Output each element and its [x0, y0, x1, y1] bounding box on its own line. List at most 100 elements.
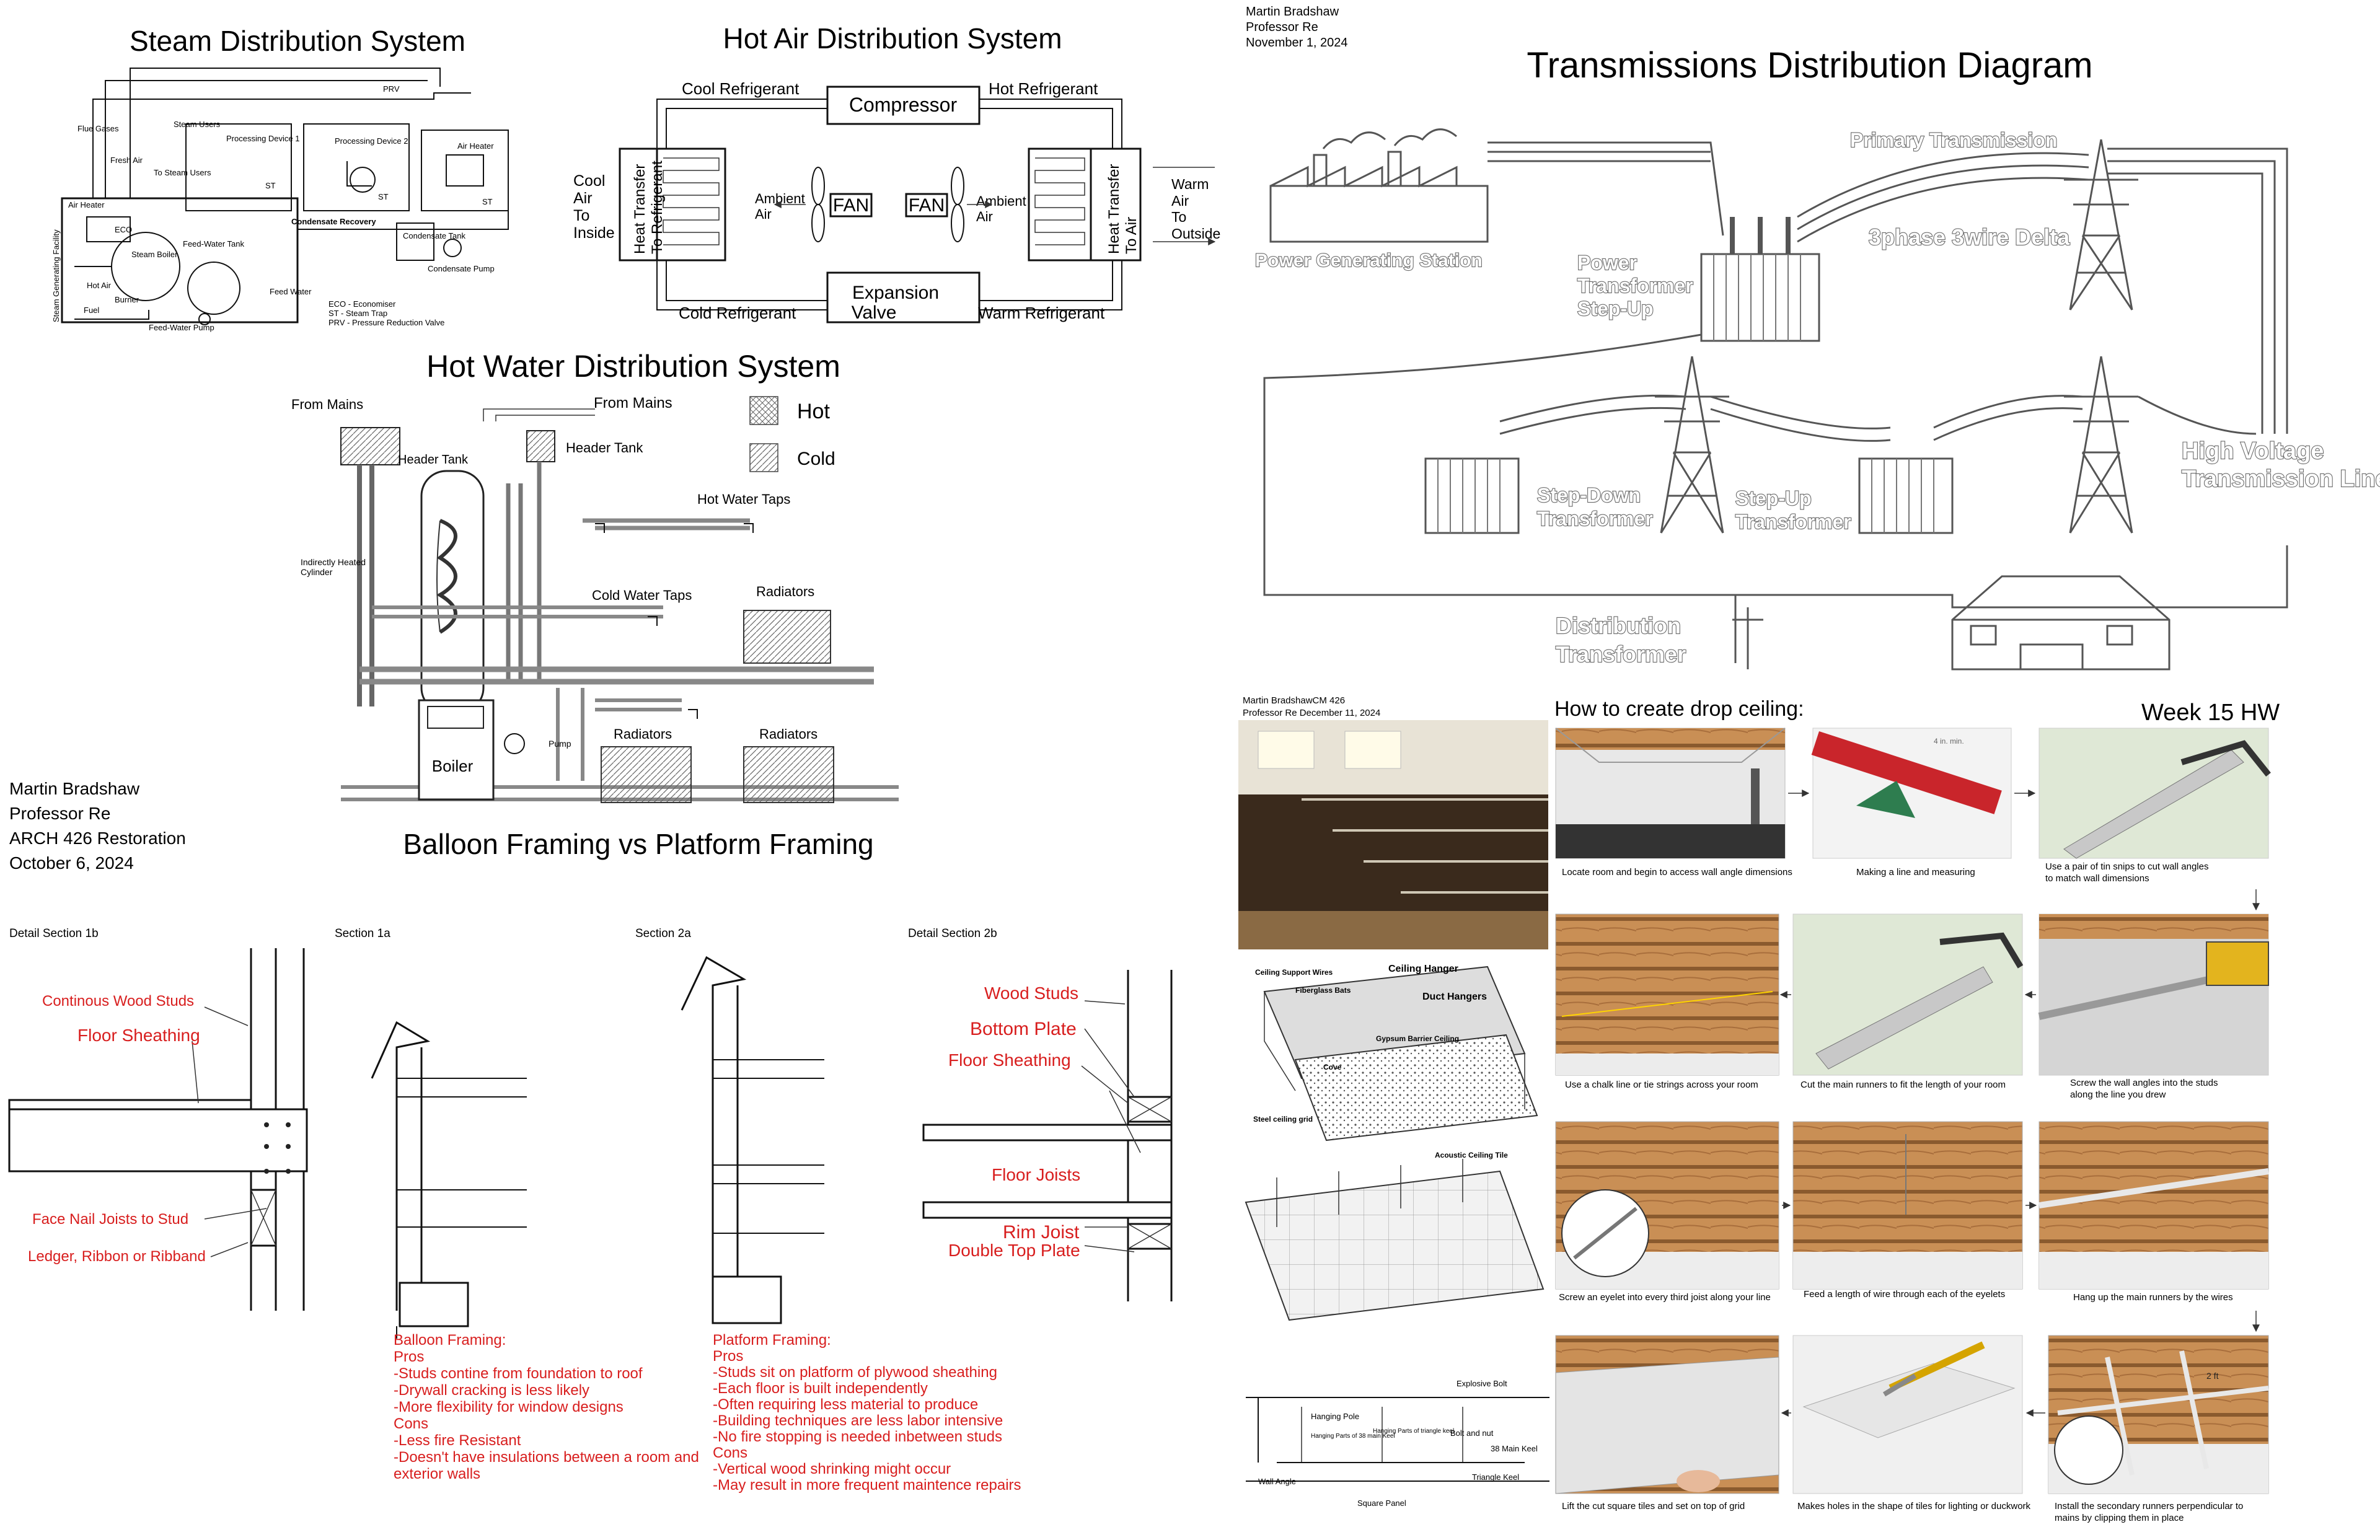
- steam-facility-box: [61, 197, 299, 323]
- steam-labels: Flue Gases Fresh Air To Steam Users Stea…: [51, 84, 495, 332]
- radiator-3: [743, 746, 834, 803]
- feed-water-pump: [198, 313, 211, 325]
- week-label: Week 15 HW: [2141, 700, 2280, 726]
- label-st-3: ST: [482, 197, 493, 206]
- cold-refrigerant-label: Cold Refrigerant: [679, 304, 796, 322]
- svg-text:Face Nail Joists to Stud: Face Nail Joists to Stud: [32, 1211, 188, 1228]
- svg-text:To: To: [1171, 209, 1186, 225]
- ht-left-1: Heat Transfer: [632, 164, 648, 254]
- svg-text:Transformer: Transformer: [1556, 641, 1686, 667]
- svg-text:Acoustic Ceiling Tile: Acoustic Ceiling Tile: [1435, 1151, 1508, 1159]
- processing-device-2-coil: [350, 167, 376, 193]
- svg-text:Duct Hangers: Duct Hangers: [1422, 992, 1487, 1002]
- svg-text:Header Tank: Header Tank: [566, 440, 643, 455]
- svg-text:-Drywall cracking is less like: -Drywall cracking is less likely: [394, 1382, 589, 1399]
- expansion-valve-box: [826, 271, 981, 323]
- label-steam-users: Steam Users: [174, 120, 221, 129]
- power-station-icon: [1269, 128, 1489, 243]
- author-block-left: Martin Bradshaw Professor Re ARCH 426 Re…: [9, 779, 186, 873]
- legend-eco: ECO - Economiser: [328, 299, 396, 309]
- step-8-caption: Feed a length of wire through each of th…: [1804, 1289, 2005, 1300]
- ceiling-photo: [1238, 720, 1548, 949]
- svg-text:to match wall dimensions: to match wall dimensions: [2045, 873, 2149, 884]
- header-tank-right: [526, 430, 555, 462]
- svg-text:Power: Power: [1577, 252, 1637, 274]
- label-feed-water-pump: Feed-Water Pump: [149, 323, 214, 332]
- svg-text:Cons: Cons: [394, 1415, 428, 1432]
- label-feed-water-tank: Feed-Water Tank: [183, 239, 244, 249]
- svg-text:Ledger, Ribbon or Ribband: Ledger, Ribbon or Ribband: [28, 1248, 206, 1265]
- framing-right-labels: Wood Studs Bottom Plate Floor Sheathing …: [948, 983, 1080, 1260]
- left-coil: [656, 147, 726, 262]
- svg-text:Radiators: Radiators: [756, 584, 814, 599]
- hot-water-distribution-diagram: Hot Water Distribution System From Mains…: [291, 349, 899, 803]
- legend-prv: PRV - Pressure Reduction Valve: [328, 318, 444, 327]
- step-12-image: 2 ft: [2048, 1335, 2269, 1494]
- step-3-image: [2038, 728, 2271, 859]
- svg-text:-Less fire Resistant: -Less fire Resistant: [394, 1432, 521, 1449]
- label-fuel: Fuel: [84, 306, 99, 315]
- svg-text:Cove: Cove: [1323, 1063, 1342, 1071]
- transmission-tower-2: [1655, 356, 1729, 534]
- step-8-image: [1792, 1121, 2023, 1290]
- svg-text:Step-Up: Step-Up: [1577, 297, 1654, 320]
- step-6-image: [2038, 913, 2270, 1076]
- label-steam-generating-facility: Steam Generating Facility: [51, 229, 61, 322]
- svg-text:Square Panel: Square Panel: [1357, 1498, 1406, 1508]
- step-7-image: [1555, 1121, 1779, 1290]
- svg-text:Transmission Line: Transmission Line: [2182, 466, 2380, 492]
- svg-text:Section 2a: Section 2a: [635, 927, 691, 940]
- transmission-tower-1: [2064, 139, 2138, 310]
- svg-text:Ceiling Hanger: Ceiling Hanger: [1388, 964, 1458, 974]
- step-1-image: [1555, 728, 1786, 859]
- svg-text:Transformer: Transformer: [1577, 275, 1693, 297]
- svg-text:Transformer: Transformer: [1537, 508, 1653, 530]
- framing-left-labels: Continous Wood Studs Floor Sheathing Fac…: [28, 993, 206, 1265]
- condensate-pump: [443, 239, 462, 257]
- framing-comparison: Balloon Framing vs Platform Framing Deta…: [8, 828, 1173, 1494]
- svg-text:Floor Sheathing: Floor Sheathing: [77, 1026, 200, 1045]
- section-labels: Detail Section 1b Section 1a Section 2a …: [9, 927, 997, 940]
- svg-text:Triangle Keel: Triangle Keel: [1472, 1472, 1519, 1482]
- svg-text:mains by clipping them in plac: mains by clipping them in place: [2055, 1513, 2184, 1523]
- svg-text:Hanging Parts of triangle keel: Hanging Parts of triangle keel: [1373, 1428, 1454, 1435]
- label-to-steam-users: To Steam Users: [154, 168, 211, 177]
- primary-transmission-label: Primary Transmission: [1850, 129, 2057, 151]
- hot-water-cylinder: [420, 470, 485, 714]
- boiler-label: Boiler: [432, 757, 474, 775]
- fan-right-icon: [951, 167, 964, 242]
- label-condensate-recovery: Condensate Recovery: [291, 217, 376, 226]
- label-st-1: ST: [265, 181, 276, 190]
- transmission-tower-3: [2064, 356, 2138, 534]
- svg-text:Distribution: Distribution: [1556, 613, 1681, 638]
- step-3-caption: Use a pair of tin snips to cut wall angl…: [2045, 861, 2208, 872]
- svg-text:Detail Section 2b: Detail Section 2b: [908, 927, 997, 940]
- label-processing-device-1: Processing Device 1: [226, 134, 300, 143]
- feed-water-tank: [187, 262, 240, 315]
- svg-text:-More flexibility for window d: -More flexibility for window designs: [394, 1399, 624, 1415]
- step-10-image: [1555, 1335, 1779, 1494]
- label-feed-water: Feed Water: [270, 287, 312, 296]
- step-9-caption: Hang up the main runners by the wires: [2073, 1292, 2233, 1303]
- svg-text:Ambient: Ambient: [976, 193, 1026, 209]
- label-fresh-air: Fresh Air: [110, 156, 143, 165]
- svg-text:Air: Air: [1171, 193, 1189, 209]
- ceiling-keel-detail: Explosive Bolt Hanging Pole Hanging Part…: [1246, 1379, 1549, 1508]
- svg-text:-No fire stopping is needed in: -No fire stopping is needed inbetween st…: [713, 1428, 1002, 1445]
- svg-text:Bottom Plate: Bottom Plate: [970, 1019, 1077, 1039]
- step-up-transformer-icon: [1858, 457, 1954, 534]
- hot-air-title: Hot Air Distribution System: [723, 22, 1062, 55]
- svg-text:High Voltage: High Voltage: [2182, 438, 2324, 464]
- compressor-box: [826, 86, 981, 125]
- label-flue-gases: Flue Gases: [77, 124, 119, 133]
- balloon-notes: Balloon Framing: Pros -Studs contine fro…: [394, 1332, 699, 1482]
- svg-text:-Often requiring less material: -Often requiring less material to produc…: [713, 1396, 978, 1413]
- svg-text:Indirectly Heated: Indirectly Heated: [301, 557, 366, 567]
- label-prv: PRV: [383, 84, 400, 94]
- legend-cold-label: Cold: [797, 449, 835, 469]
- condensate-tank: [396, 222, 434, 261]
- label-hot-air: Hot Air: [87, 281, 112, 290]
- svg-text:Gypsum Barrier Ceiling: Gypsum Barrier Ceiling: [1376, 1034, 1459, 1043]
- svg-text:Transformer: Transformer: [1735, 511, 1851, 533]
